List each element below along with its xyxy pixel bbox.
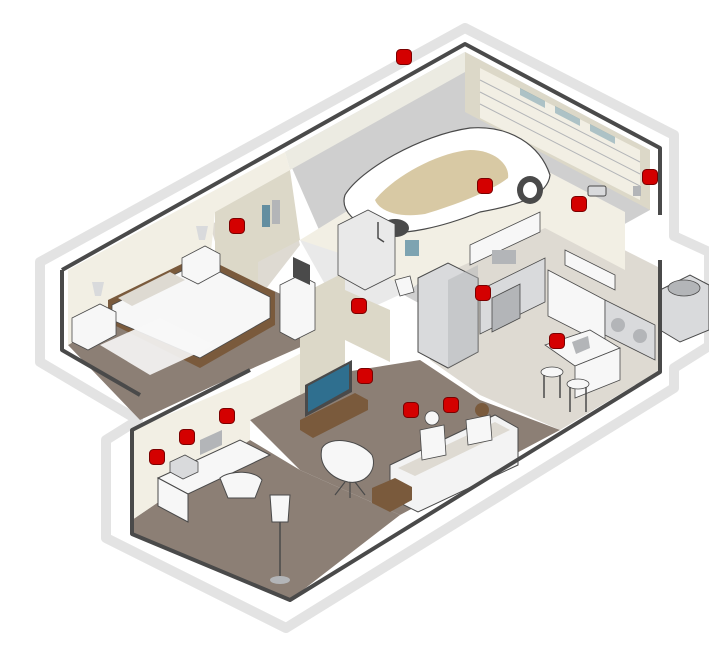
armchair	[320, 440, 374, 498]
sensor-marker-car[interactable]	[477, 178, 493, 194]
sensor-marker-gamer-2[interactable]	[443, 397, 459, 413]
microwave-icon	[492, 250, 516, 264]
sensor-marker-yard[interactable]	[396, 49, 412, 65]
side-table	[372, 478, 412, 512]
garage-security-camera	[587, 185, 607, 197]
garage-light-switch	[633, 186, 641, 196]
washer-dryer	[604, 299, 656, 361]
lamp-icon	[196, 226, 208, 240]
outdoor-ac-unit	[659, 274, 709, 343]
printer-icon	[169, 454, 199, 480]
tv-stand	[300, 360, 368, 438]
shower-head-icon	[377, 222, 385, 243]
dresser-with-tv	[279, 257, 316, 341]
house-outline-halo	[35, 23, 709, 633]
sensor-marker-kitchen-island[interactable]	[549, 333, 565, 349]
nightstand-left	[71, 282, 117, 351]
sensor-marker-gamer-1[interactable]	[403, 402, 419, 418]
sensor-markers	[149, 49, 658, 465]
garage-door	[479, 68, 641, 200]
nightstand-right	[181, 226, 221, 285]
refrigerator	[417, 262, 479, 369]
sensor-marker-kitchen-range[interactable]	[475, 285, 491, 301]
pillows	[118, 272, 185, 306]
garage-back-wall	[285, 52, 465, 170]
office-chair	[219, 471, 263, 499]
car-interior	[375, 150, 509, 216]
closet-shelves	[262, 196, 290, 227]
stove	[491, 283, 521, 333]
sensor-marker-garage-camera[interactable]	[571, 196, 587, 212]
people-gaming	[419, 403, 493, 461]
floor-lamp	[269, 494, 291, 584]
sensor-marker-hallway-wall[interactable]	[351, 298, 367, 314]
sensor-marker-bedroom-wall[interactable]	[229, 218, 245, 234]
sensor-marker-garage-wall[interactable]	[642, 169, 658, 185]
convertible-car	[343, 127, 551, 237]
sensor-marker-office-monitor[interactable]	[219, 408, 235, 424]
bar-stools	[540, 366, 590, 412]
monitor-icon	[200, 430, 222, 455]
kitchen-counter-right	[547, 249, 616, 346]
house-exterior-walls	[60, 42, 662, 602]
sensor-marker-office-printer[interactable]	[149, 449, 165, 465]
sensor-marker-living-tv[interactable]	[357, 368, 373, 384]
office-desk	[156, 430, 272, 523]
toilet-icon	[394, 275, 415, 297]
shower	[337, 209, 396, 291]
sensor-marker-office-desk[interactable]	[179, 429, 195, 445]
laptop-icon	[572, 336, 590, 354]
bedroom-rug	[100, 318, 215, 375]
lamp-icon	[92, 282, 104, 296]
bathroom-mirror	[405, 240, 419, 256]
tv-icon	[293, 257, 310, 285]
garage-door-windows	[520, 88, 615, 144]
